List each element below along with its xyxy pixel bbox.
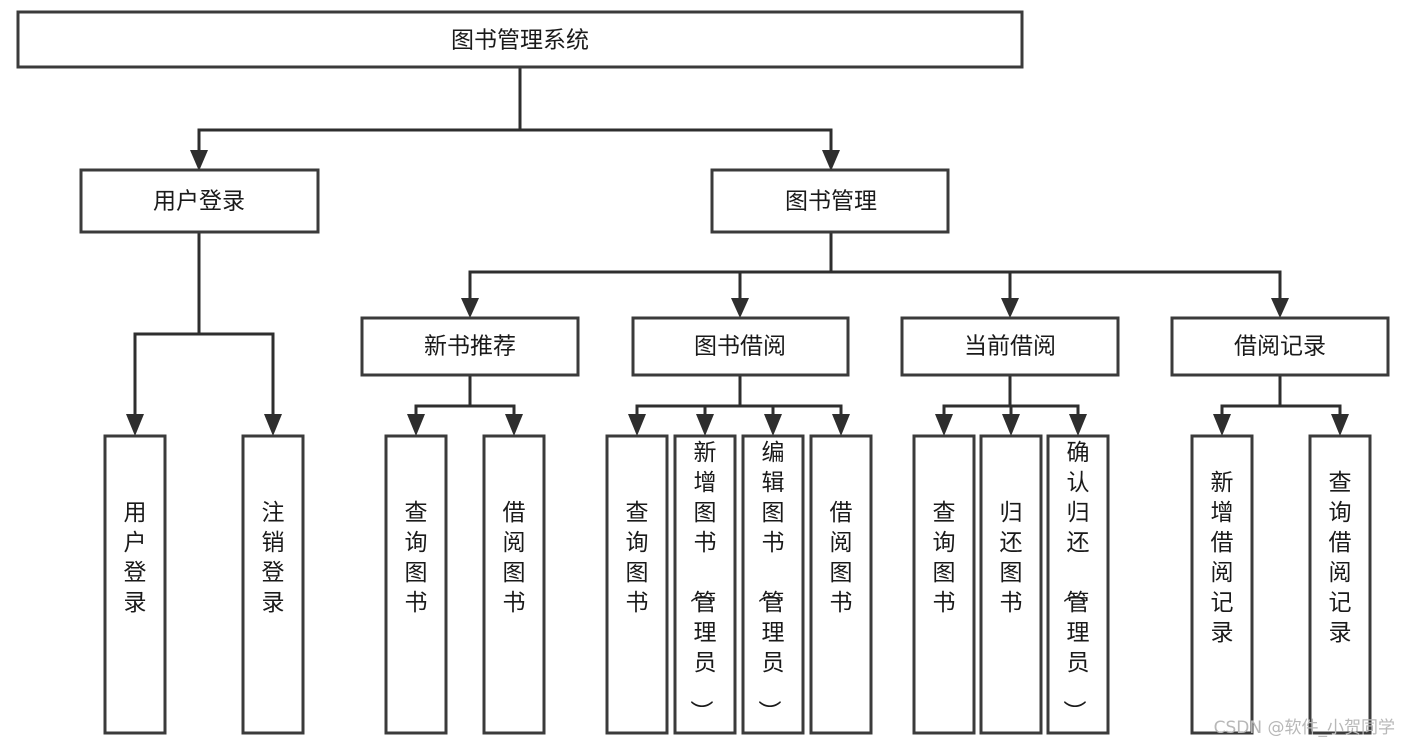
node-book-borrow[interactable]: 图书借阅	[631, 316, 850, 377]
node-leaf-borrow-book-2-label: 借阅图书	[830, 500, 853, 616]
arrow-to-leaf-query-book-1	[407, 414, 425, 436]
node-leaf-add-borrow-record[interactable]: 新增借阅记录	[1190, 434, 1254, 735]
arrow-to-borrow-record	[1271, 298, 1289, 318]
arrow-to-leaf-borrow-book-1	[505, 414, 523, 436]
connector-group-borrow-record	[1213, 373, 1349, 436]
node-current-borrow[interactable]: 当前借阅	[900, 316, 1120, 377]
node-leaf-borrow-book-1[interactable]: 借阅图书	[482, 434, 546, 735]
node-root[interactable]: 图书管理系统	[16, 10, 1024, 69]
connector-group-book-borrow	[628, 373, 850, 436]
node-leaf-query-book-3-label: 查询图书	[933, 500, 956, 616]
node-current-borrow-box[interactable]	[900, 316, 1120, 377]
node-user-login-box[interactable]	[79, 168, 320, 234]
connector-group-root	[190, 65, 840, 171]
node-leaf-borrow-book-2-box[interactable]	[809, 434, 873, 735]
node-leaf-return-book-box[interactable]	[979, 434, 1043, 735]
connector-group-new-book-recommend	[407, 373, 523, 436]
node-leaf-edit-book-admin-box[interactable]	[741, 434, 805, 735]
arrow-to-book-manage	[822, 150, 840, 171]
node-leaf-add-book-admin-box[interactable]	[673, 434, 737, 735]
connector-group-current-borrow	[935, 373, 1087, 436]
node-leaf-borrow-book-2[interactable]: 借阅图书	[809, 434, 873, 735]
connector-group-book-manage	[461, 230, 1289, 318]
node-leaf-add-borrow-record-label: 新增借阅记录	[1211, 470, 1234, 646]
arrow-to-leaf-add-book-admin	[696, 414, 714, 436]
node-leaf-logout-login-label: 注销登录	[262, 500, 285, 616]
arrow-to-leaf-edit-book-admin	[764, 414, 782, 436]
node-book-borrow-box[interactable]	[631, 316, 850, 377]
node-leaf-user-login[interactable]: 用户登录	[103, 434, 167, 735]
connector-group-user-login	[126, 230, 282, 436]
node-book-manage[interactable]: 图书管理	[710, 168, 950, 234]
node-leaf-borrow-book-1-label: 借阅图书	[503, 500, 526, 616]
node-new-book-recommend-box[interactable]	[360, 316, 580, 377]
node-leaf-confirm-return-admin-box[interactable]	[1046, 434, 1110, 735]
node-leaf-add-book-admin-label: 新增图书（管理员）	[688, 440, 717, 723]
arrow-to-leaf-user-login	[126, 414, 144, 436]
node-leaf-query-book-1-box[interactable]	[384, 434, 448, 735]
arrow-to-book-borrow	[731, 298, 749, 318]
arrow-to-leaf-borrow-book-2	[832, 414, 850, 436]
node-new-book-recommend-label: 新书推荐	[424, 334, 516, 360]
node-leaf-query-book-2-label: 查询图书	[626, 500, 649, 616]
arrow-to-leaf-confirm-return-admin	[1069, 414, 1087, 436]
node-leaf-confirm-return-admin[interactable]: 确认归还（管理员）	[1046, 434, 1110, 735]
node-root-label: 图书管理系统	[451, 28, 589, 54]
node-leaf-query-borrow-record[interactable]: 查询借阅记录	[1308, 434, 1372, 735]
node-user-login[interactable]: 用户登录	[79, 168, 320, 234]
watermark-label: CSDN @软件_小贺同学	[1214, 718, 1395, 738]
node-book-borrow-label: 图书借阅	[694, 334, 786, 360]
node-borrow-record[interactable]: 借阅记录	[1170, 316, 1390, 377]
node-borrow-record-box[interactable]	[1170, 316, 1390, 377]
node-user-login-label: 用户登录	[153, 189, 245, 215]
leaf-nodes-group: 用户登录 注销登录 查询图书 借阅图书 查询图书 新增图书（管理员）	[103, 434, 1372, 735]
node-leaf-query-borrow-record-label: 查询借阅记录	[1329, 470, 1352, 646]
node-leaf-query-book-2[interactable]: 查询图书	[605, 434, 669, 735]
node-current-borrow-label: 当前借阅	[964, 334, 1056, 360]
node-leaf-query-book-1-label: 查询图书	[405, 500, 428, 616]
node-leaf-return-book[interactable]: 归还图书	[979, 434, 1043, 735]
arrow-to-leaf-query-borrow-record	[1331, 414, 1349, 436]
node-leaf-add-book-admin[interactable]: 新增图书（管理员）	[673, 434, 737, 735]
node-leaf-logout-login-box[interactable]	[241, 434, 305, 735]
node-leaf-return-book-label: 归还图书	[1000, 500, 1023, 616]
node-leaf-query-book-3[interactable]: 查询图书	[912, 434, 976, 735]
node-leaf-edit-book-admin-label: 编辑图书（管理员）	[756, 440, 785, 723]
arrow-to-leaf-query-book-2	[628, 414, 646, 436]
arrow-to-leaf-query-book-3	[935, 414, 953, 436]
node-book-manage-label: 图书管理	[785, 189, 877, 215]
node-book-manage-box[interactable]	[710, 168, 950, 234]
node-borrow-record-label: 借阅记录	[1234, 334, 1326, 360]
arrow-to-user-login	[190, 150, 208, 171]
arrow-to-leaf-add-borrow-record	[1213, 414, 1231, 436]
node-leaf-add-borrow-record-box[interactable]	[1190, 434, 1254, 735]
node-leaf-confirm-return-admin-label: 确认归还（管理员）	[1061, 440, 1090, 723]
arrow-to-new-book-recommend	[461, 298, 479, 318]
node-leaf-query-borrow-record-box[interactable]	[1308, 434, 1372, 735]
node-leaf-edit-book-admin[interactable]: 编辑图书（管理员）	[741, 434, 805, 735]
arrow-to-leaf-return-book	[1002, 414, 1020, 436]
node-leaf-query-book-3-box[interactable]	[912, 434, 976, 735]
arrow-to-current-borrow	[1001, 298, 1019, 318]
node-leaf-user-login-box[interactable]	[103, 434, 167, 735]
node-root-box[interactable]	[16, 10, 1024, 69]
node-leaf-logout-login[interactable]: 注销登录	[241, 434, 305, 735]
node-leaf-query-book-1[interactable]: 查询图书	[384, 434, 448, 735]
arrow-to-leaf-logout-login	[264, 414, 282, 436]
node-leaf-query-book-2-box[interactable]	[605, 434, 669, 735]
node-leaf-borrow-book-1-box[interactable]	[482, 434, 546, 735]
node-new-book-recommend[interactable]: 新书推荐	[360, 316, 580, 377]
node-leaf-user-login-label: 用户登录	[124, 500, 147, 616]
